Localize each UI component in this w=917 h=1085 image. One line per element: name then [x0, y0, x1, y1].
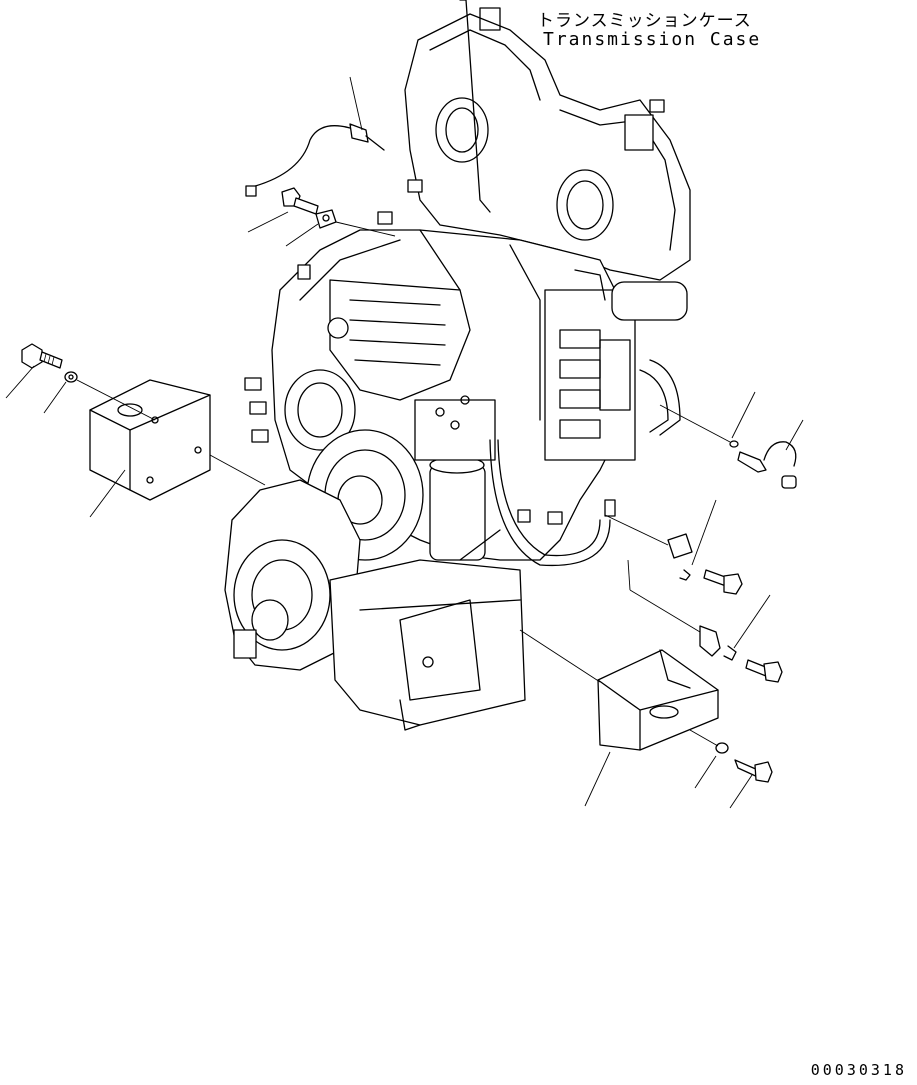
sensor-clip	[315, 209, 337, 229]
ground-terminal	[699, 625, 737, 661]
title-english: Transmission Case	[543, 29, 762, 50]
transmission-housing	[224, 0, 691, 731]
left-bolt	[21, 343, 63, 369]
sensor-bolt	[281, 187, 319, 215]
right-mount-bracket	[519, 629, 719, 751]
drawing-number: 00030318	[810, 1061, 907, 1079]
left-washer	[64, 371, 78, 383]
clamp-bolt	[703, 569, 743, 595]
terminal-bolt	[745, 659, 783, 683]
left-mount-bracket	[89, 379, 266, 501]
right-washer	[715, 742, 729, 754]
right-bolt	[734, 759, 773, 783]
leader-lines	[5, 76, 804, 809]
elbow-fitting	[729, 440, 797, 489]
speed-sensor	[245, 123, 385, 197]
hose-clamp	[667, 533, 693, 581]
title-japanese: トランスミッションケース	[537, 11, 752, 31]
